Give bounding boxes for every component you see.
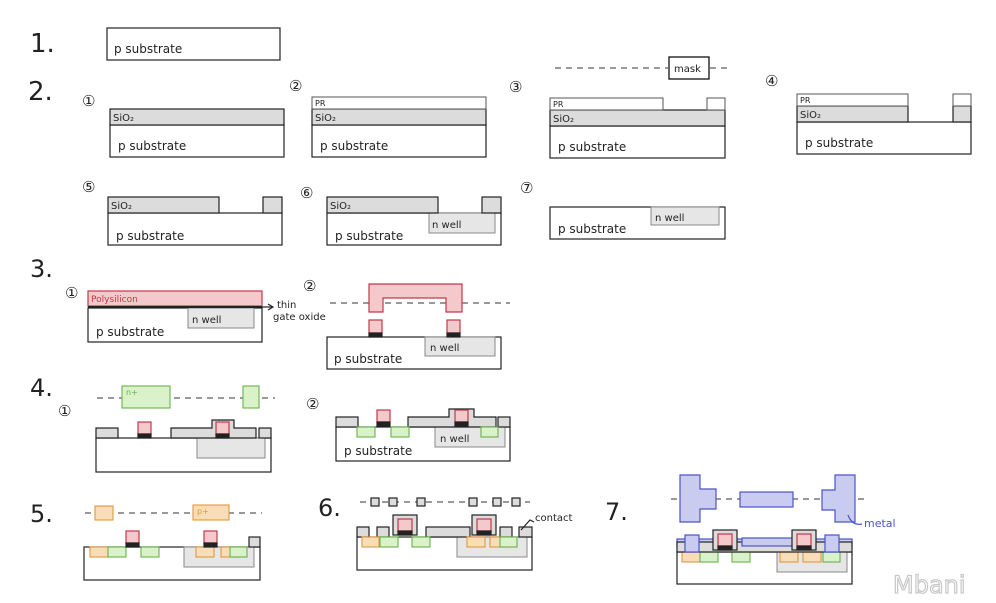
p-substrate-label: p substrate bbox=[96, 325, 164, 339]
step-number-7: 7. bbox=[605, 498, 628, 526]
step2-7-strip-oxide: n well p substrate bbox=[549, 206, 726, 240]
p-substrate-label: p substrate bbox=[118, 139, 186, 153]
p-substrate-label: p substrate bbox=[335, 229, 403, 243]
sio2-label: SiO₂ bbox=[111, 201, 132, 212]
step3-1-polysilicon-deposition: Polysilicon n well p substrate bbox=[87, 290, 263, 343]
step-number-3: 3. bbox=[30, 255, 53, 283]
step7-metallization bbox=[676, 529, 853, 585]
contact-mask-openings bbox=[370, 497, 521, 507]
substep-3-2: ② bbox=[303, 277, 316, 295]
n-well-label: n well bbox=[655, 213, 684, 224]
pr-label: PR bbox=[800, 96, 811, 105]
sio2-label: SiO₂ bbox=[113, 113, 134, 124]
mask-label: mask bbox=[674, 64, 701, 75]
sio2-label: SiO₂ bbox=[553, 114, 574, 125]
n-well-label: n well bbox=[440, 434, 469, 445]
p-substrate-label: p substrate bbox=[334, 352, 402, 366]
substep-2-7: ⑦ bbox=[520, 179, 533, 197]
p-substrate-label: p substrate bbox=[558, 222, 626, 236]
step2-2-photoresist: PR SiO₂ p substrate bbox=[311, 96, 487, 158]
pr-label: PR bbox=[553, 100, 564, 109]
p-substrate-label: p substrate bbox=[320, 139, 388, 153]
p-plus-mask-opening bbox=[192, 504, 230, 521]
thin-label: thin bbox=[277, 300, 296, 311]
sio2-label: SiO₂ bbox=[800, 110, 821, 121]
step2-1-oxide-growth: SiO₂ p substrate bbox=[109, 108, 285, 158]
substep-2-5: ⑤ bbox=[82, 178, 95, 196]
substep-2-4: ④ bbox=[765, 72, 778, 90]
step-number-4: 4. bbox=[30, 374, 53, 402]
step-number-2: 2. bbox=[28, 77, 53, 107]
p-plus-mask-opening bbox=[94, 505, 114, 521]
pr-label: PR bbox=[315, 99, 326, 108]
p-substrate-label: p substrate bbox=[114, 42, 182, 56]
step4-1-nplus-implant bbox=[95, 419, 272, 473]
n-plus-mask-opening bbox=[121, 385, 171, 409]
gate-oxide-label: gate oxide bbox=[273, 312, 326, 323]
substep-4-2: ② bbox=[306, 395, 319, 413]
sio2-label: SiO₂ bbox=[330, 201, 351, 212]
step1-substrate: p substrate bbox=[106, 27, 281, 61]
sio2-label: SiO₂ bbox=[315, 113, 336, 124]
step-number-5: 5. bbox=[30, 500, 53, 528]
n-well-label: n well bbox=[432, 220, 461, 231]
p-substrate-label: p substrate bbox=[558, 140, 626, 154]
step4-2-nplus-regions: n well p substrate bbox=[335, 408, 511, 462]
polysilicon-label: Polysilicon bbox=[91, 295, 138, 305]
step5-pplus-regions bbox=[83, 530, 261, 581]
step2-4-oxide-etch: PR SiO₂ p substrate bbox=[796, 93, 972, 155]
watermark: Mbani bbox=[893, 571, 966, 599]
n-well-label: n well bbox=[192, 315, 221, 326]
p-substrate-label: p substrate bbox=[805, 136, 873, 150]
p-substrate-label: p substrate bbox=[116, 229, 184, 243]
step2-3-mask-exposure: PR SiO₂ p substrate bbox=[549, 97, 726, 159]
substep-4-1: ① bbox=[58, 402, 71, 420]
contact-label: contact bbox=[535, 513, 573, 524]
metal-mask bbox=[679, 474, 856, 523]
metal-annotation: metal bbox=[847, 514, 896, 530]
p-substrate-label: p substrate bbox=[344, 444, 412, 458]
step6-contact-cut bbox=[356, 514, 533, 571]
step2-6-nwell-implant: SiO₂ n well p substrate bbox=[326, 196, 502, 246]
step-number-6: 6. bbox=[318, 494, 341, 522]
n-plus-mask-opening bbox=[242, 385, 260, 409]
n-plus-label: n+ bbox=[126, 388, 138, 397]
step2-5-strip-resist: SiO₂ p substrate bbox=[107, 196, 283, 246]
p-plus-label: p+ bbox=[197, 507, 209, 516]
substep-2-2: ② bbox=[289, 77, 302, 95]
substep-2-6: ⑥ bbox=[300, 184, 313, 202]
contact-annotation: contact bbox=[520, 513, 573, 531]
mask-box: mask bbox=[668, 56, 710, 80]
step3-2-poly-patterning: n well p substrate bbox=[326, 283, 502, 370]
n-well-label: n well bbox=[430, 343, 459, 354]
step-number-1: 1. bbox=[30, 29, 55, 59]
substep-2-1: ① bbox=[82, 92, 95, 110]
metal-label: metal bbox=[864, 517, 896, 530]
substep-3-1: ① bbox=[65, 284, 78, 302]
substep-2-3: ③ bbox=[509, 78, 522, 96]
thin-gate-oxide-annotation: thin gate oxide bbox=[262, 300, 326, 323]
